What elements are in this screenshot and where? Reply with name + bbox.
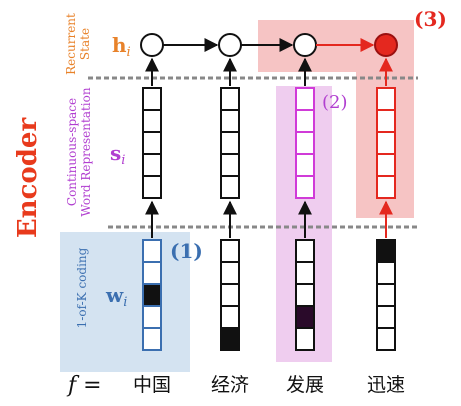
word-1: 中国 [133, 374, 171, 396]
continuous-space-label-line2: Word Representation [79, 87, 93, 216]
w-onehot-cell [295, 239, 315, 263]
encoder-label: Encoder [13, 118, 43, 239]
s-vector-cell [142, 153, 162, 177]
w-onehot-cell [295, 261, 315, 285]
w-onehot-cell [376, 305, 396, 329]
s-vector-cell [376, 175, 396, 199]
s-vector-cell [295, 175, 315, 199]
f-label: f = [66, 373, 102, 398]
recurrent-state-node [374, 33, 398, 57]
w-onehot-cell [295, 327, 315, 351]
s-vector-cell [376, 131, 396, 155]
w-onehot-cell [376, 327, 396, 351]
w-onehot-cell [220, 305, 240, 329]
s-label: si [110, 141, 125, 168]
s-vector-cell [142, 87, 162, 111]
step-marker-3: (3) [414, 7, 447, 31]
s-vector-cell [142, 131, 162, 155]
w-onehot-cell [220, 327, 240, 351]
w-onehot-cell [220, 283, 240, 307]
encoder-columns [140, 33, 398, 351]
s-vector-cell [376, 87, 396, 111]
w-onehot-cell [220, 239, 240, 263]
w-onehot-cell [376, 283, 396, 307]
w-onehot-cell [220, 261, 240, 285]
s-vector-cell [295, 153, 315, 177]
w-onehot-cell [295, 283, 315, 307]
s-vector-cell [142, 175, 162, 199]
w-onehot-cell [142, 283, 162, 307]
s-vector-cell [220, 131, 240, 155]
s-vector-cell [376, 153, 396, 177]
w-onehot-cell [142, 327, 162, 351]
s-vector-cell [220, 87, 240, 111]
recurrent-state-node [140, 33, 164, 57]
w-label: wi [105, 283, 127, 310]
s-vector-cell [220, 153, 240, 177]
recurrent-state-node [218, 33, 242, 57]
s-vector-cell [295, 131, 315, 155]
w-onehot-cell [142, 305, 162, 329]
s-vector-cell [142, 109, 162, 133]
step-marker-1: (1) [170, 239, 203, 263]
s-vector-cell [376, 109, 396, 133]
w-onehot-cell [376, 261, 396, 285]
continuous-space-label-line1: Continuous-space [65, 98, 79, 206]
s-vector-cell [220, 175, 240, 199]
w-onehot-cell [295, 305, 315, 329]
s-vector-cell [295, 109, 315, 133]
word-2: 经济 [211, 374, 249, 396]
s-vector-cell [220, 109, 240, 133]
s-vector-cell [295, 87, 315, 111]
w-onehot-cell [142, 261, 162, 285]
onehot-coding-label: 1-of-K coding [75, 247, 89, 328]
recurrent-state-label-line1: Recurrent [64, 13, 78, 75]
w-onehot-cell [376, 239, 396, 263]
recurrent-state-label-line2: State [78, 28, 92, 60]
highlight-onehot-region [60, 232, 190, 372]
h-label: hi [112, 33, 131, 60]
step-marker-2: (2) [322, 92, 348, 113]
w-onehot-cell [142, 239, 162, 263]
recurrent-state-node [293, 33, 317, 57]
word-3: 发展 [286, 374, 324, 396]
word-4: 迅速 [367, 374, 405, 396]
